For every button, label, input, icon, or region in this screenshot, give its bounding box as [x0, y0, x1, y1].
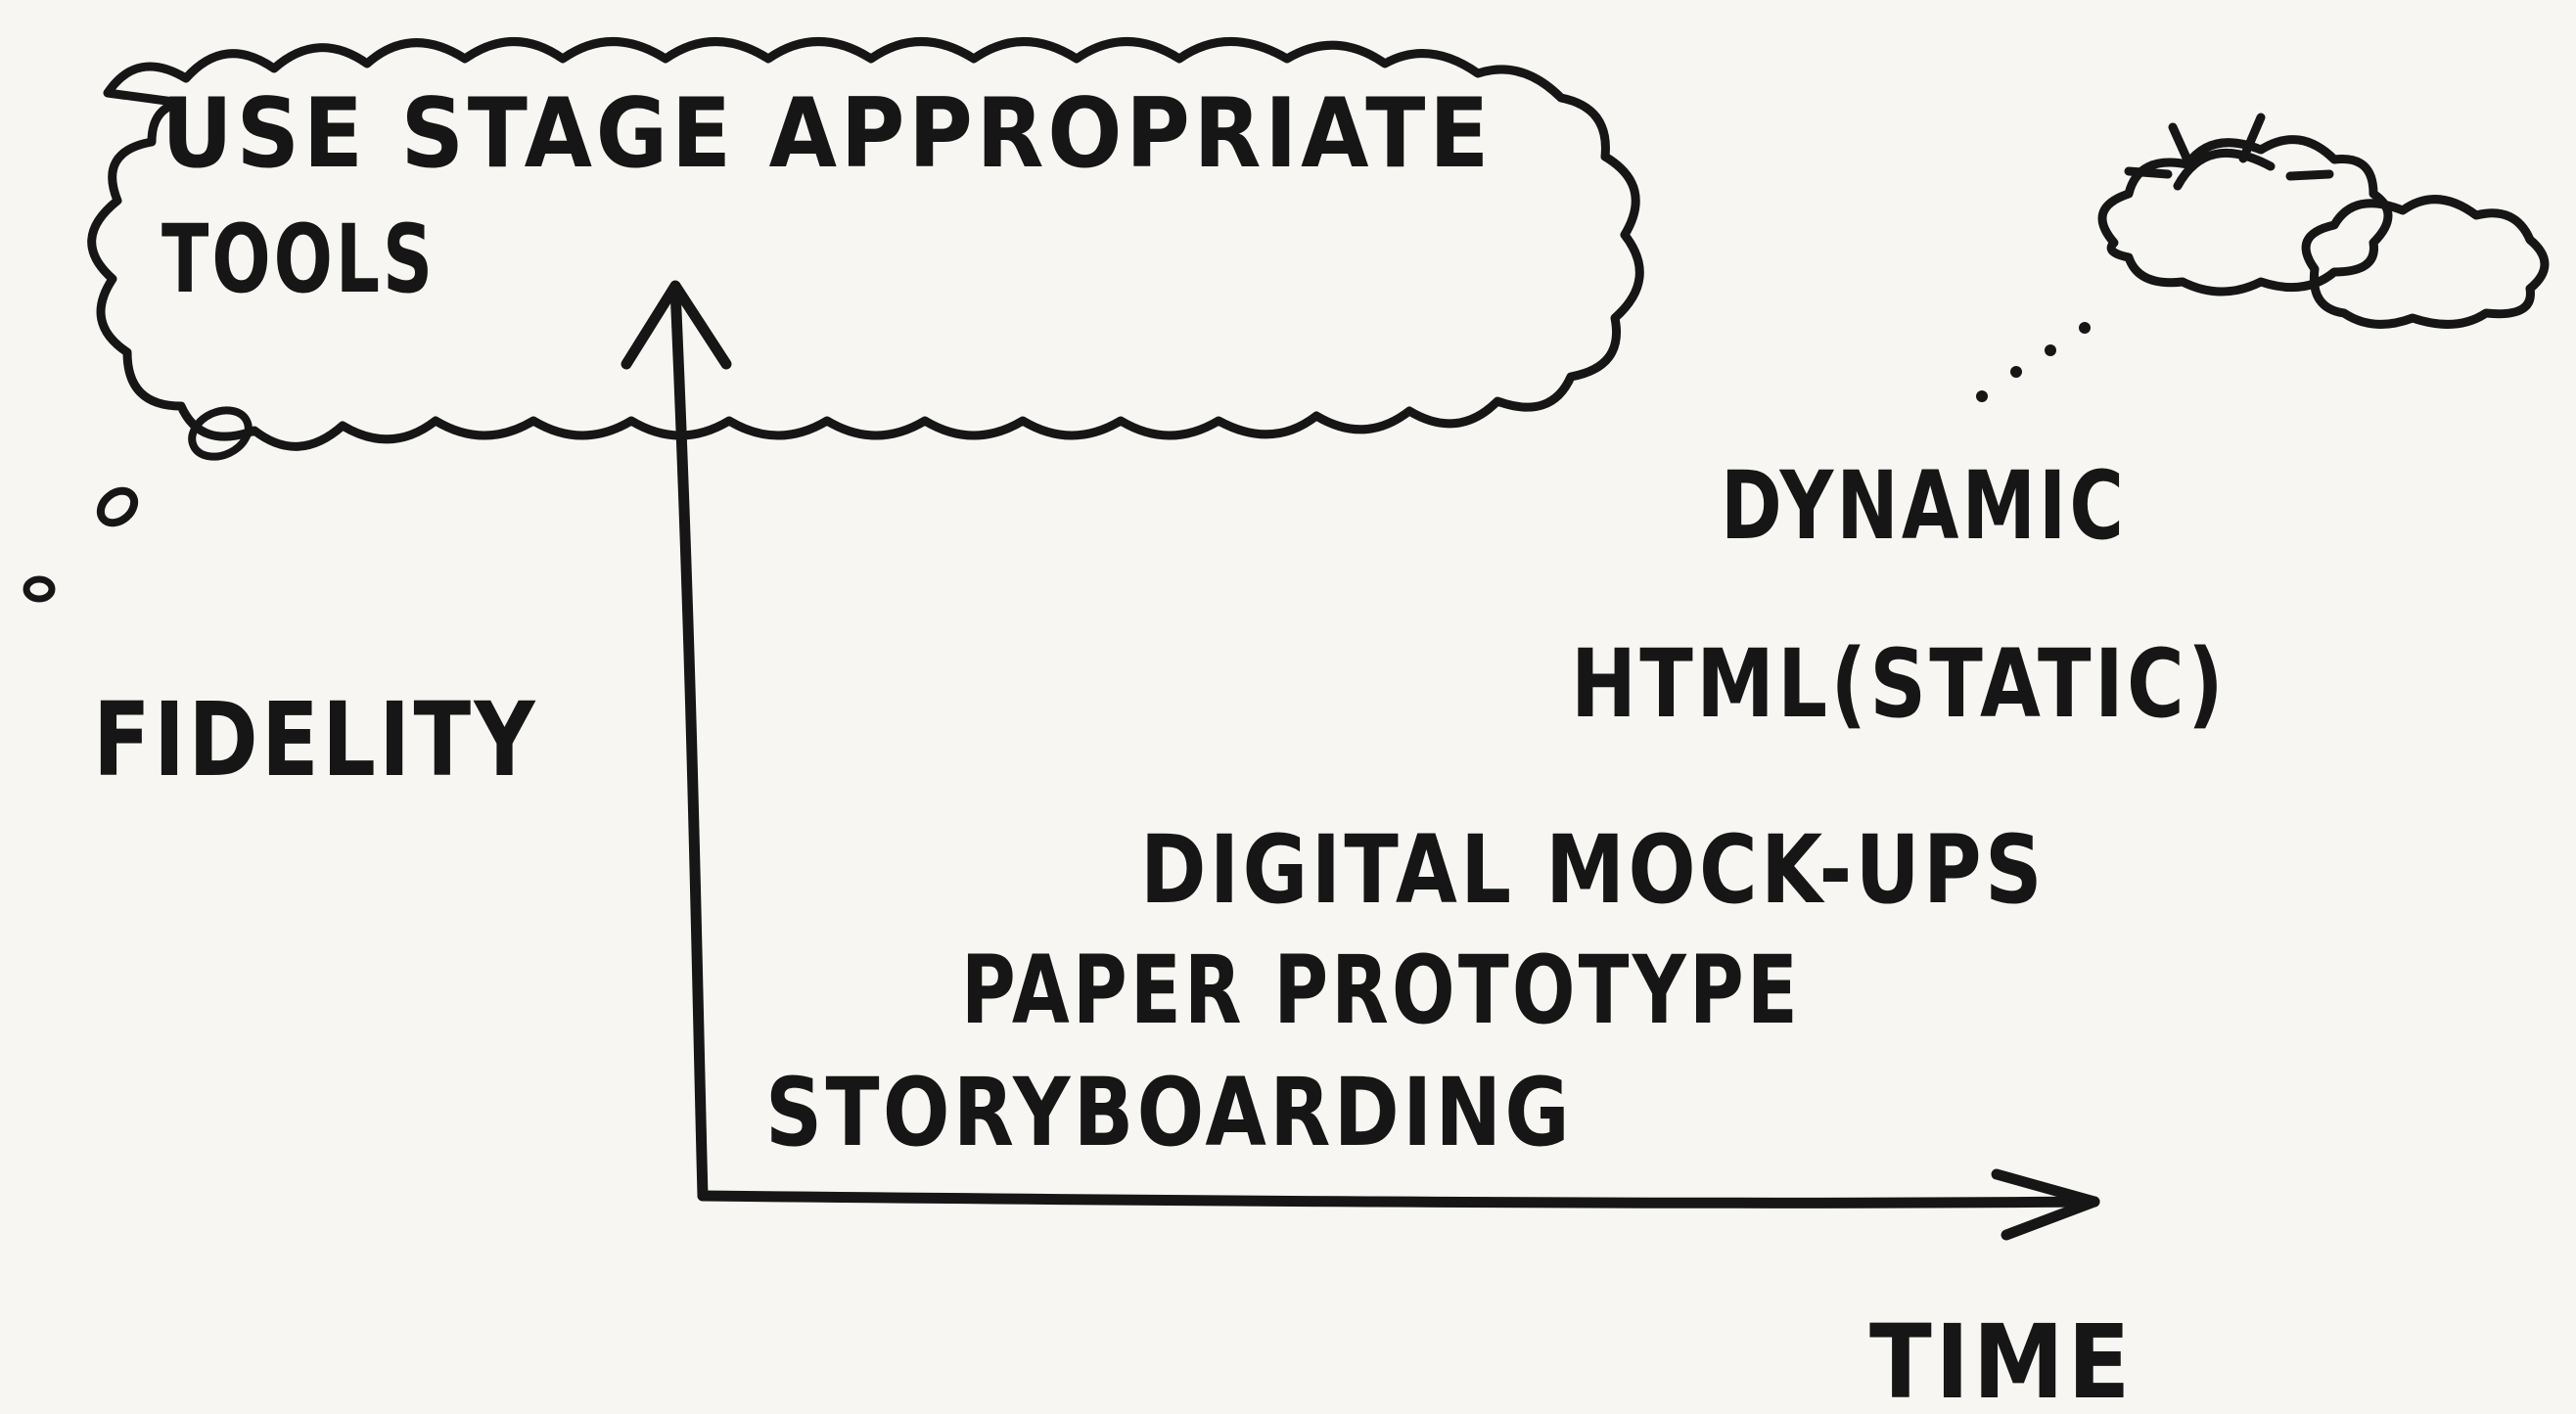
stage-label: PAPER PROTOTYPE: [961, 935, 1801, 1045]
bubble-line-1: USE STAGE APPROPRIATE: [161, 78, 1493, 190]
bubble-line-2: TOOLS: [161, 205, 436, 314]
x-axis-arrowhead: [1991, 1168, 2100, 1241]
x-axis-label: TIME: [1869, 1302, 2134, 1414]
sun-icon: [2124, 113, 2334, 191]
ellipsis-dots: [1976, 322, 2091, 402]
stage-label: HTML(STATIC): [1571, 629, 2227, 739]
cloud-right-icon: [2301, 195, 2550, 329]
y-axis-label: FIDELITY: [93, 680, 538, 799]
y-axis-line: [669, 283, 709, 1202]
stage-label: STORYBOARDING: [765, 1058, 1573, 1167]
y-axis-arrowhead: [621, 280, 732, 370]
thought-dot-medium: [96, 486, 139, 527]
stage-label: DYNAMIC: [1721, 451, 2127, 561]
x-axis-line: [697, 1190, 2100, 1209]
cloud-left-icon: [2097, 135, 2393, 296]
stage-label: DIGITAL MOCK-UPS: [1140, 815, 2046, 925]
thought-dot-large: [188, 406, 253, 461]
thought-dot-small: [23, 575, 56, 603]
thought-cloud: [87, 37, 1644, 451]
